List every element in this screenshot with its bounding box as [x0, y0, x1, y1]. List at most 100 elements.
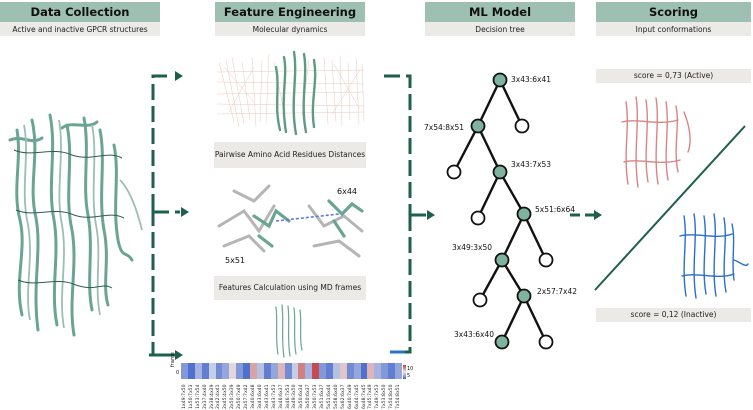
tree-leaf — [446, 164, 462, 180]
heatmap-axis-label: frame — [170, 352, 176, 367]
heatmap-cell — [229, 363, 237, 379]
heatmap-feature-label: 7x53:8x50 — [382, 384, 388, 409]
heatmap-cell — [201, 363, 209, 379]
heatmap-feature-label: 7x45:7x49 — [368, 384, 374, 409]
decision-tree — [446, 72, 554, 350]
heatmap-cell — [395, 363, 403, 379]
colorbar-tick-10: 10 — [407, 366, 414, 372]
colorbar-tick-5: 5 — [407, 373, 411, 379]
gpcr-structure-image — [8, 113, 143, 337]
tree-node-root — [492, 72, 508, 88]
header-feature-engineering: Feature Engineering — [215, 2, 365, 22]
heatmap-feature-label: 1x49:7x50 — [181, 384, 187, 409]
heatmap-cell — [381, 363, 389, 379]
heatmap-cell — [305, 363, 313, 379]
heatmap-feature-label: 7x54:8x50 — [389, 384, 395, 409]
heatmap-colorbar — [403, 365, 406, 379]
heatmap-feature-label: 6x48:7x45 — [361, 384, 367, 409]
heatmap-feature-label: 5x62:6x37 — [340, 384, 346, 409]
heatmap-cell — [374, 363, 382, 379]
tree-node-3x43-7x53 — [492, 164, 508, 180]
heatmap-feature-label: 3x50:6x34 — [299, 384, 305, 409]
heatmap-cell — [332, 363, 341, 379]
residue-label-6x44: 6x44 — [337, 187, 358, 196]
heatmap-cell — [236, 363, 244, 379]
tree-label-7x54-8x51: 7x54:8x51 — [424, 123, 465, 132]
score-active: score = 0,73 (Active) — [596, 69, 751, 83]
heatmap-feature-label: 2x38:4x39 — [209, 384, 215, 409]
heatmap-cell — [319, 363, 327, 379]
heatmap-cell — [277, 363, 285, 379]
tree-label-3x49-3x50: 3x49:3x50 — [452, 243, 493, 252]
tree-leaf — [514, 118, 530, 134]
caption-features-calculation: Features Calculation using MD frames — [214, 276, 366, 300]
residue-distance-image — [217, 184, 364, 258]
tree-label-2x57-7x42: 2x57:7x42 — [537, 287, 578, 296]
heatmap-feature-label: 3x50:6x37 — [306, 384, 312, 409]
heatmap-feature-label: 2x42:4x41 — [216, 384, 222, 409]
heatmap-cell — [208, 363, 216, 379]
dashed-arrow-to-scoring — [570, 210, 602, 220]
heatmap-cell — [339, 363, 348, 379]
heatmap-feature-label: 5x51:6x44 — [326, 384, 332, 409]
heatmap-cell — [346, 363, 354, 379]
heatmap-cell — [222, 363, 230, 379]
heatmap-cell — [360, 363, 368, 379]
active-protein-image — [621, 96, 691, 188]
subtitle-data-collection: Active and inactive GPCR structures — [0, 22, 160, 36]
feature-heatmap — [181, 363, 403, 379]
subtitle-scoring: Input conformations — [596, 22, 751, 36]
heatmap-cell — [215, 363, 223, 379]
heatmap-feature-label: 2x37:4x40 — [202, 384, 208, 409]
tree-label-3x43-6x41: 3x43:6x41 — [511, 75, 552, 84]
tree-leaf — [538, 252, 554, 268]
heatmap-feature-label: 2x50:3x39 — [230, 384, 236, 409]
arrowhead-top — [175, 71, 183, 81]
header-data-collection: Data Collection — [0, 2, 160, 22]
heatmap-feature-label: 3x43:6x40 — [257, 384, 263, 409]
score-inactive: score = 0,12 (Inactive) — [596, 308, 751, 322]
heatmap-cell — [367, 363, 375, 379]
heatmap-y-tick: 0 — [176, 370, 180, 376]
heatmap-cell — [388, 363, 396, 379]
heatmap-cell — [291, 363, 299, 379]
heatmap-feature-label: 7x49:7x53 — [375, 384, 381, 409]
heatmap-feature-label: 7x54:8x51 — [396, 384, 402, 409]
heatmap-feature-label: 3x43:7x53 — [271, 384, 277, 409]
tree-leaf — [538, 334, 554, 350]
diagonal-separator — [594, 125, 746, 291]
heatmap-feature-label: 3x43:6x41 — [264, 384, 270, 409]
heatmap-cell — [284, 363, 292, 379]
heatmap-cell — [298, 363, 306, 379]
heatmap-feature-label: 2x57:7x42 — [244, 384, 250, 409]
heatmap-cell — [181, 363, 189, 379]
inactive-protein-image — [679, 213, 749, 299]
heatmap-cell — [194, 363, 203, 379]
heatmap-feature-label: 5x58:6x40 — [333, 384, 339, 409]
heatmap-feature-label: 1x50:7x53 — [188, 384, 194, 409]
arrowhead-middle — [181, 207, 189, 217]
tree-node-7x54 — [470, 118, 486, 134]
heatmap-feature-label: 1x53:7x54 — [195, 384, 201, 409]
heatmap-cell — [263, 363, 272, 379]
tree-node-2x57 — [516, 288, 532, 304]
heatmap-feature-label: 6x40:7x49 — [347, 384, 353, 409]
dashed-arrows-right — [384, 74, 435, 354]
tree-label-5x51-6x64: 5x51:6x64 — [535, 205, 576, 214]
heatmap-cell — [326, 363, 334, 379]
heatmap-cell — [256, 363, 265, 379]
tree-node-3x49 — [494, 252, 510, 268]
heatmap-cell — [243, 363, 251, 379]
tree-leaf — [470, 210, 486, 226]
heatmap-cell — [187, 363, 196, 379]
caption-pairwise-distances: Pairwise Amino Acid Residues Distances — [214, 142, 366, 168]
frame-structure-image — [275, 304, 303, 358]
heatmap-cell — [353, 363, 361, 379]
heatmap-feature-label: 2x45:4x50 — [223, 384, 229, 409]
heatmap-feature-label: 3x50:7x53 — [313, 384, 319, 409]
heatmap-feature-label: 3x40:6x48 — [251, 384, 257, 409]
tree-node-3x43-6x40 — [494, 334, 510, 350]
residue-label-5x51: 5x51 — [225, 256, 246, 265]
heatmap-feature-label: 3x51:6x37 — [320, 384, 326, 409]
